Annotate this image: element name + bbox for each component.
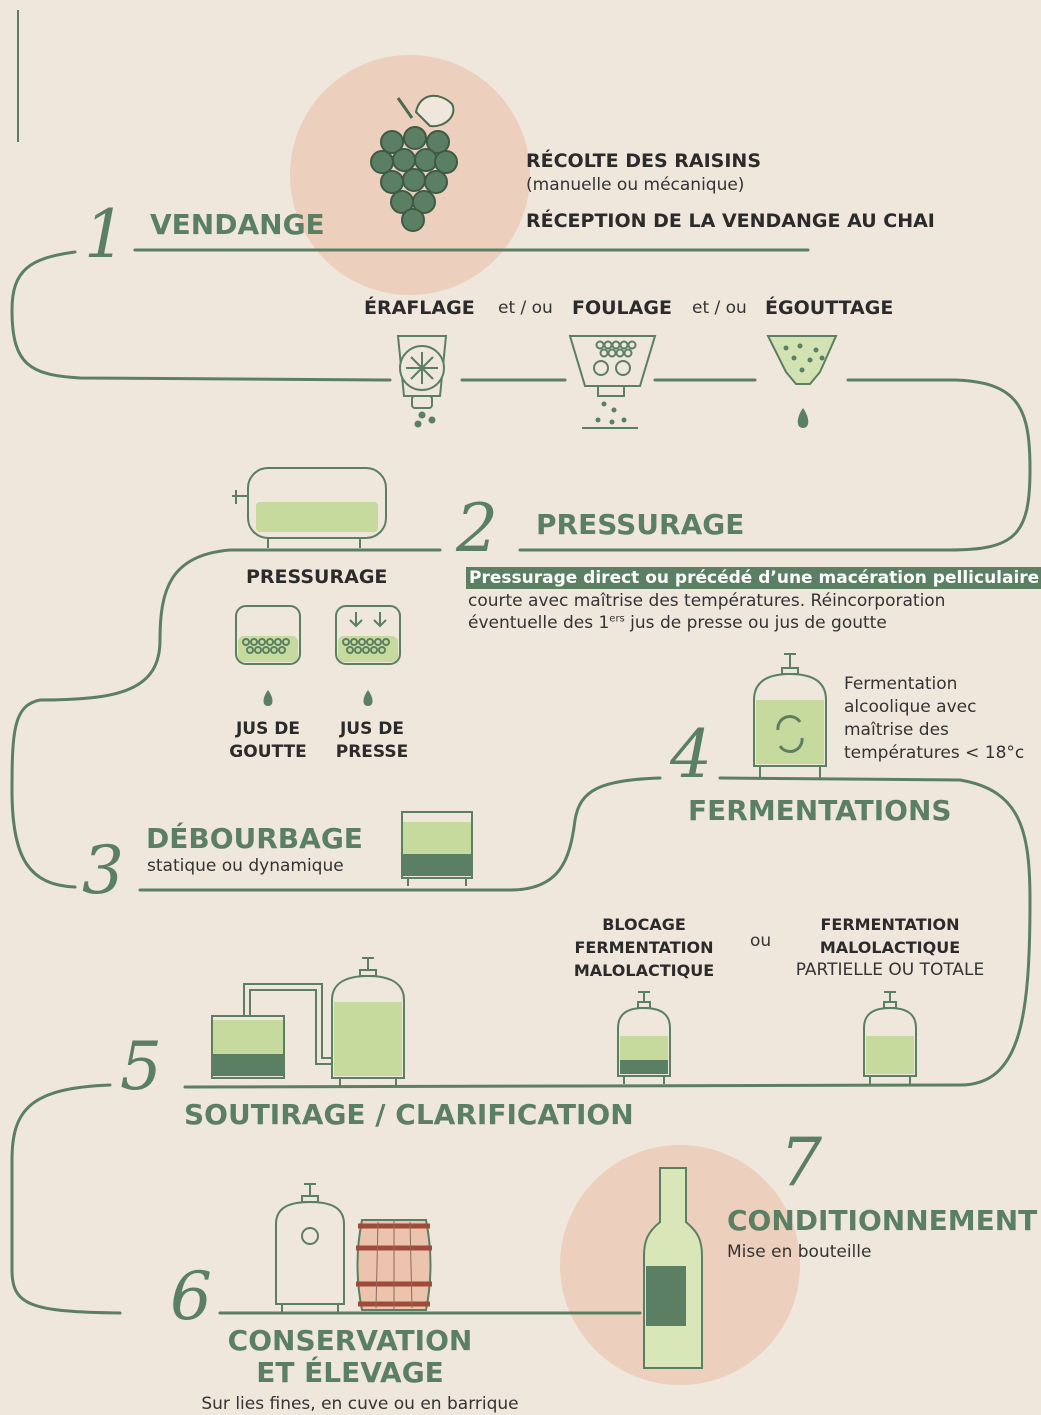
debourbage-title: DÉBOURBAGE: [146, 822, 363, 855]
fermentation-note: Fermentation alcoolique avec maîtrise de…: [844, 673, 1024, 765]
juice-goutte-l2: GOUTTE: [229, 742, 307, 762]
conditionnement-title: CONDITIONNEMENT: [727, 1204, 1038, 1237]
conditionnement-subtitle: Mise en bouteille: [727, 1242, 872, 1262]
juice-goutte-label: JUS DE GOUTTE: [218, 718, 318, 764]
block-l1: BLOCAGE: [602, 915, 686, 934]
step-number-3: 3: [82, 832, 124, 909]
note-l1: Fermentation: [844, 674, 958, 694]
text2-sup: ers: [609, 613, 625, 625]
conservation-l1: CONSERVATION: [227, 1324, 473, 1357]
pressurage-text-2: éventuelle des 1ers jus de presse ou jus…: [468, 613, 887, 633]
step-number-2: 2: [456, 490, 498, 567]
malo-block-tank-icon: [617, 991, 671, 1084]
malo-tank-icon: [863, 991, 917, 1084]
step-number-7: 7: [780, 1124, 822, 1201]
vendange-title: VENDANGE: [150, 208, 325, 241]
pressurage-highlight: Pressurage direct ou précédé d’une macér…: [466, 567, 1041, 589]
drainer-icon: [766, 335, 838, 428]
or-separator-1: et / ou: [498, 298, 553, 318]
press-label: PRESSURAGE: [246, 566, 388, 588]
block-l2: FERMENTATION: [574, 938, 714, 957]
malo-l2: MALOLACTIQUE: [819, 938, 961, 957]
settling-tank-icon: [401, 811, 473, 886]
soutirage-title: SOUTIRAGE / CLARIFICATION: [184, 1098, 634, 1131]
press-icon: [232, 467, 387, 548]
text2-pre: éventuelle des 1: [468, 613, 610, 633]
malo-block-label: BLOCAGE FERMENTATION MALOLACTIQUE: [554, 913, 734, 982]
draining-label: ÉGOUTTAGE: [765, 297, 894, 319]
or-label: ou: [750, 931, 772, 951]
note-l4: températures < 18°c: [844, 743, 1025, 763]
grape-icon: [370, 94, 458, 232]
note-l2: alcoolique avec: [844, 697, 977, 717]
step-number-1: 1: [84, 196, 126, 273]
destemming-label: ÉRAFLAGE: [364, 297, 475, 319]
harvest-sublabel: (manuelle ou mécanique): [526, 175, 745, 195]
crusher-icon: [568, 335, 657, 429]
press-presse-icon: [335, 605, 401, 706]
step-number-4: 4: [670, 716, 712, 793]
cycle-icon: [776, 715, 804, 753]
tank-icon: [753, 653, 827, 778]
harvest-label: RÉCOLTE DES RAISINS: [526, 150, 762, 172]
conservation-subtitle: Sur lies fines, en cuve ou en barrique: [201, 1394, 519, 1414]
highlight-text: Pressurage direct ou précédé d’une macér…: [466, 567, 1041, 589]
crushing-label: FOULAGE: [572, 297, 672, 319]
press-goutte-icon: [235, 605, 301, 706]
pressurage-title: PRESSURAGE: [536, 508, 745, 541]
note-l3: maîtrise des: [844, 720, 949, 740]
juice-presse-label: JUS DE PRESSE: [322, 718, 422, 764]
malo-l3: PARTIELLE OU TOTALE: [795, 960, 985, 980]
juice-presse-l1: JUS DE: [339, 719, 404, 739]
step-number-5: 5: [120, 1028, 162, 1105]
conservation-title: CONSERVATION ET ÉLEVAGE: [200, 1325, 500, 1389]
racking-icon: [211, 957, 405, 1086]
juice-presse-l2: PRESSE: [335, 742, 409, 762]
fermentations-title: FERMENTATIONS: [688, 794, 952, 827]
debourbage-subtitle: statique ou dynamique: [147, 856, 344, 876]
barrel-icon: [356, 1219, 432, 1311]
storage-tank-icon: [275, 1183, 345, 1312]
step-number-6: 6: [170, 1258, 212, 1335]
pressurage-text-1: courte avec maîtrise des températures. R…: [468, 591, 946, 611]
conservation-l2: ET ÉLEVAGE: [256, 1356, 444, 1389]
block-l3: MALOLACTIQUE: [573, 961, 715, 980]
bottle-icon: [643, 1167, 703, 1369]
reception-label: RÉCEPTION DE LA VENDANGE AU CHAI: [526, 210, 935, 232]
flow-path: [10, 248, 1032, 1315]
malo-label: FERMENTATION MALOLACTIQUE PARTIELLE OU T…: [770, 913, 1010, 982]
text2-post: jus de presse ou jus de goutte: [624, 613, 887, 633]
juice-goutte-l1: JUS DE: [235, 719, 300, 739]
malo-l1: FERMENTATION: [820, 915, 960, 934]
destemmer-icon: [396, 335, 448, 428]
or-separator-2: et / ou: [692, 298, 747, 318]
